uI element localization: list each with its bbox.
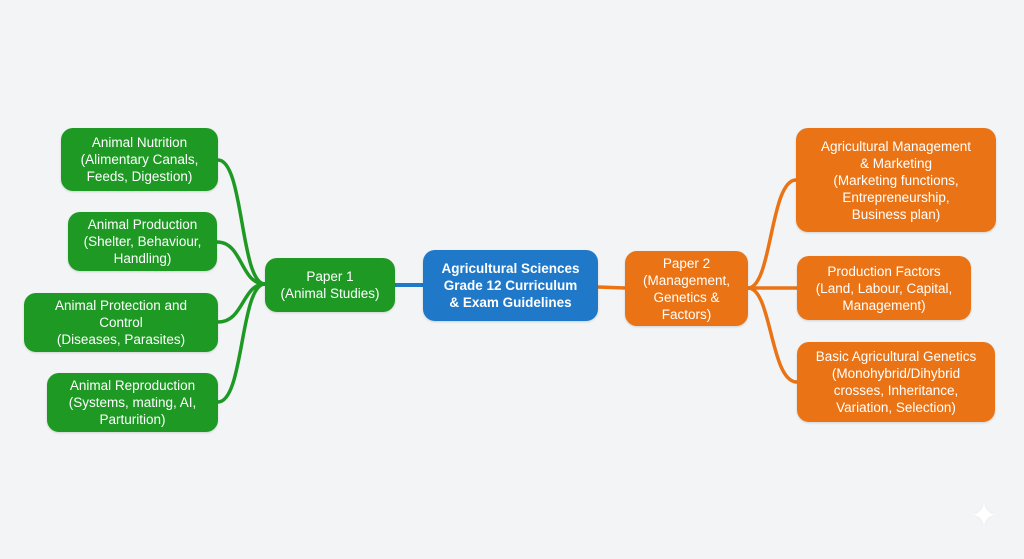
animal-production-node: Animal Production (Shelter, Behaviour, H…	[68, 212, 217, 271]
connector-paper1-reproduction	[217, 282, 266, 404]
agricultural-management-node: Agricultural Management & Marketing (Mar…	[796, 128, 996, 232]
sparkle-icon: ✦	[969, 497, 999, 535]
connector-paper1-protection	[217, 282, 266, 324]
center-topic-node: Agricultural Sciences Grade 12 Curriculu…	[423, 250, 598, 321]
connector-paper1-nutrition	[217, 158, 266, 286]
animal-protection-node: Animal Protection and Control (Diseases,…	[24, 293, 218, 352]
animal-reproduction-node: Animal Reproduction (Systems, mating, AI…	[47, 373, 218, 432]
paper2-node: Paper 2 (Management, Genetics & Factors)	[625, 251, 748, 326]
paper1-node: Paper 1 (Animal Studies)	[265, 258, 395, 312]
connector-paper1-production	[216, 240, 266, 286]
connector-paper2-genetics	[747, 286, 798, 384]
animal-nutrition-node: Animal Nutrition (Alimentary Canals, Fee…	[61, 128, 218, 191]
agricultural-genetics-node: Basic Agricultural Genetics (Monohybrid/…	[797, 342, 995, 422]
connector-center-paper2	[597, 285, 626, 290]
connector-paper2-management	[747, 178, 797, 290]
production-factors-node: Production Factors (Land, Labour, Capita…	[797, 256, 971, 320]
